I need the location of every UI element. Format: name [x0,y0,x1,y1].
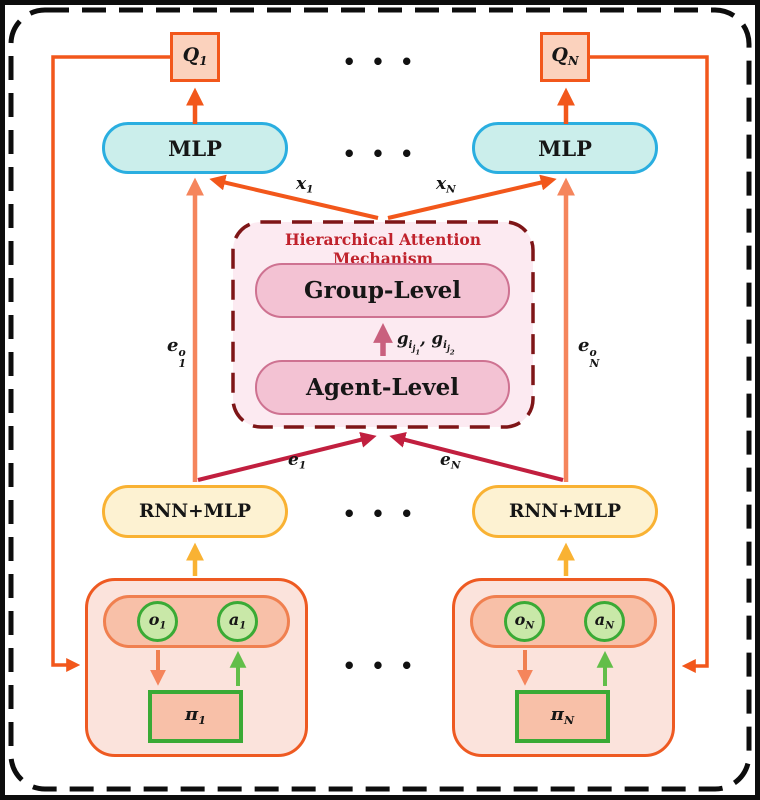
policy-box-N: πN [515,690,610,743]
action-node-1: a1 [217,601,258,642]
mlp-box-N: MLP [472,122,658,174]
ellipsis-rnn-row: • • • [342,502,416,526]
ellipsis-mlp-row: • • • [342,142,416,166]
action-node-N: aN [584,601,625,642]
label-eN: eN [440,450,461,472]
agent-level-box: Agent-Level [255,360,510,415]
group-level-box: Group-Level [255,263,510,318]
rnn1-label: RNN+MLP [138,501,252,522]
arrow-e-N [389,432,564,482]
observation-node-N: oN [504,601,545,642]
label-xN: xN [436,174,456,196]
arrow-x-N [387,174,557,220]
q-value-box-1: Q1 [170,32,220,82]
aN-label: aN [594,609,615,632]
mlp-box-1: MLP [102,122,288,174]
policy1-label: π1 [185,704,206,728]
rnnN-label: RNN+MLP [508,501,622,522]
ellipsis-q-row: • • • [342,50,416,74]
rnn-mlp-box-N: RNN+MLP [472,485,658,538]
mlp1-label: MLP [168,135,222,161]
qN-label: QN [551,44,579,69]
policy-box-1: π1 [148,690,243,743]
arrow-e-1 [197,431,377,482]
obs-act-capsule-1 [103,595,290,648]
observation-node-1: o1 [137,601,178,642]
label-x1: x1 [296,174,314,196]
rnn-mlp-box-1: RNN+MLP [102,485,288,538]
label-e1: e1 [288,450,307,472]
o1-label: o1 [148,609,167,632]
oN-label: oN [514,609,535,632]
ellipsis-agent-row: • • • [342,654,416,678]
q-value-box-N: QN [540,32,590,82]
label-gate: gij1, gij2 [397,329,455,357]
obs-act-capsule-N [470,595,657,648]
a1-label: a1 [228,609,247,632]
q1-label: Q1 [182,44,208,69]
mlpN-label: MLP [538,135,592,161]
policyN-label: πN [550,704,575,728]
agent-level-label: Agent-Level [306,374,459,401]
group-level-label: Group-Level [304,277,461,304]
